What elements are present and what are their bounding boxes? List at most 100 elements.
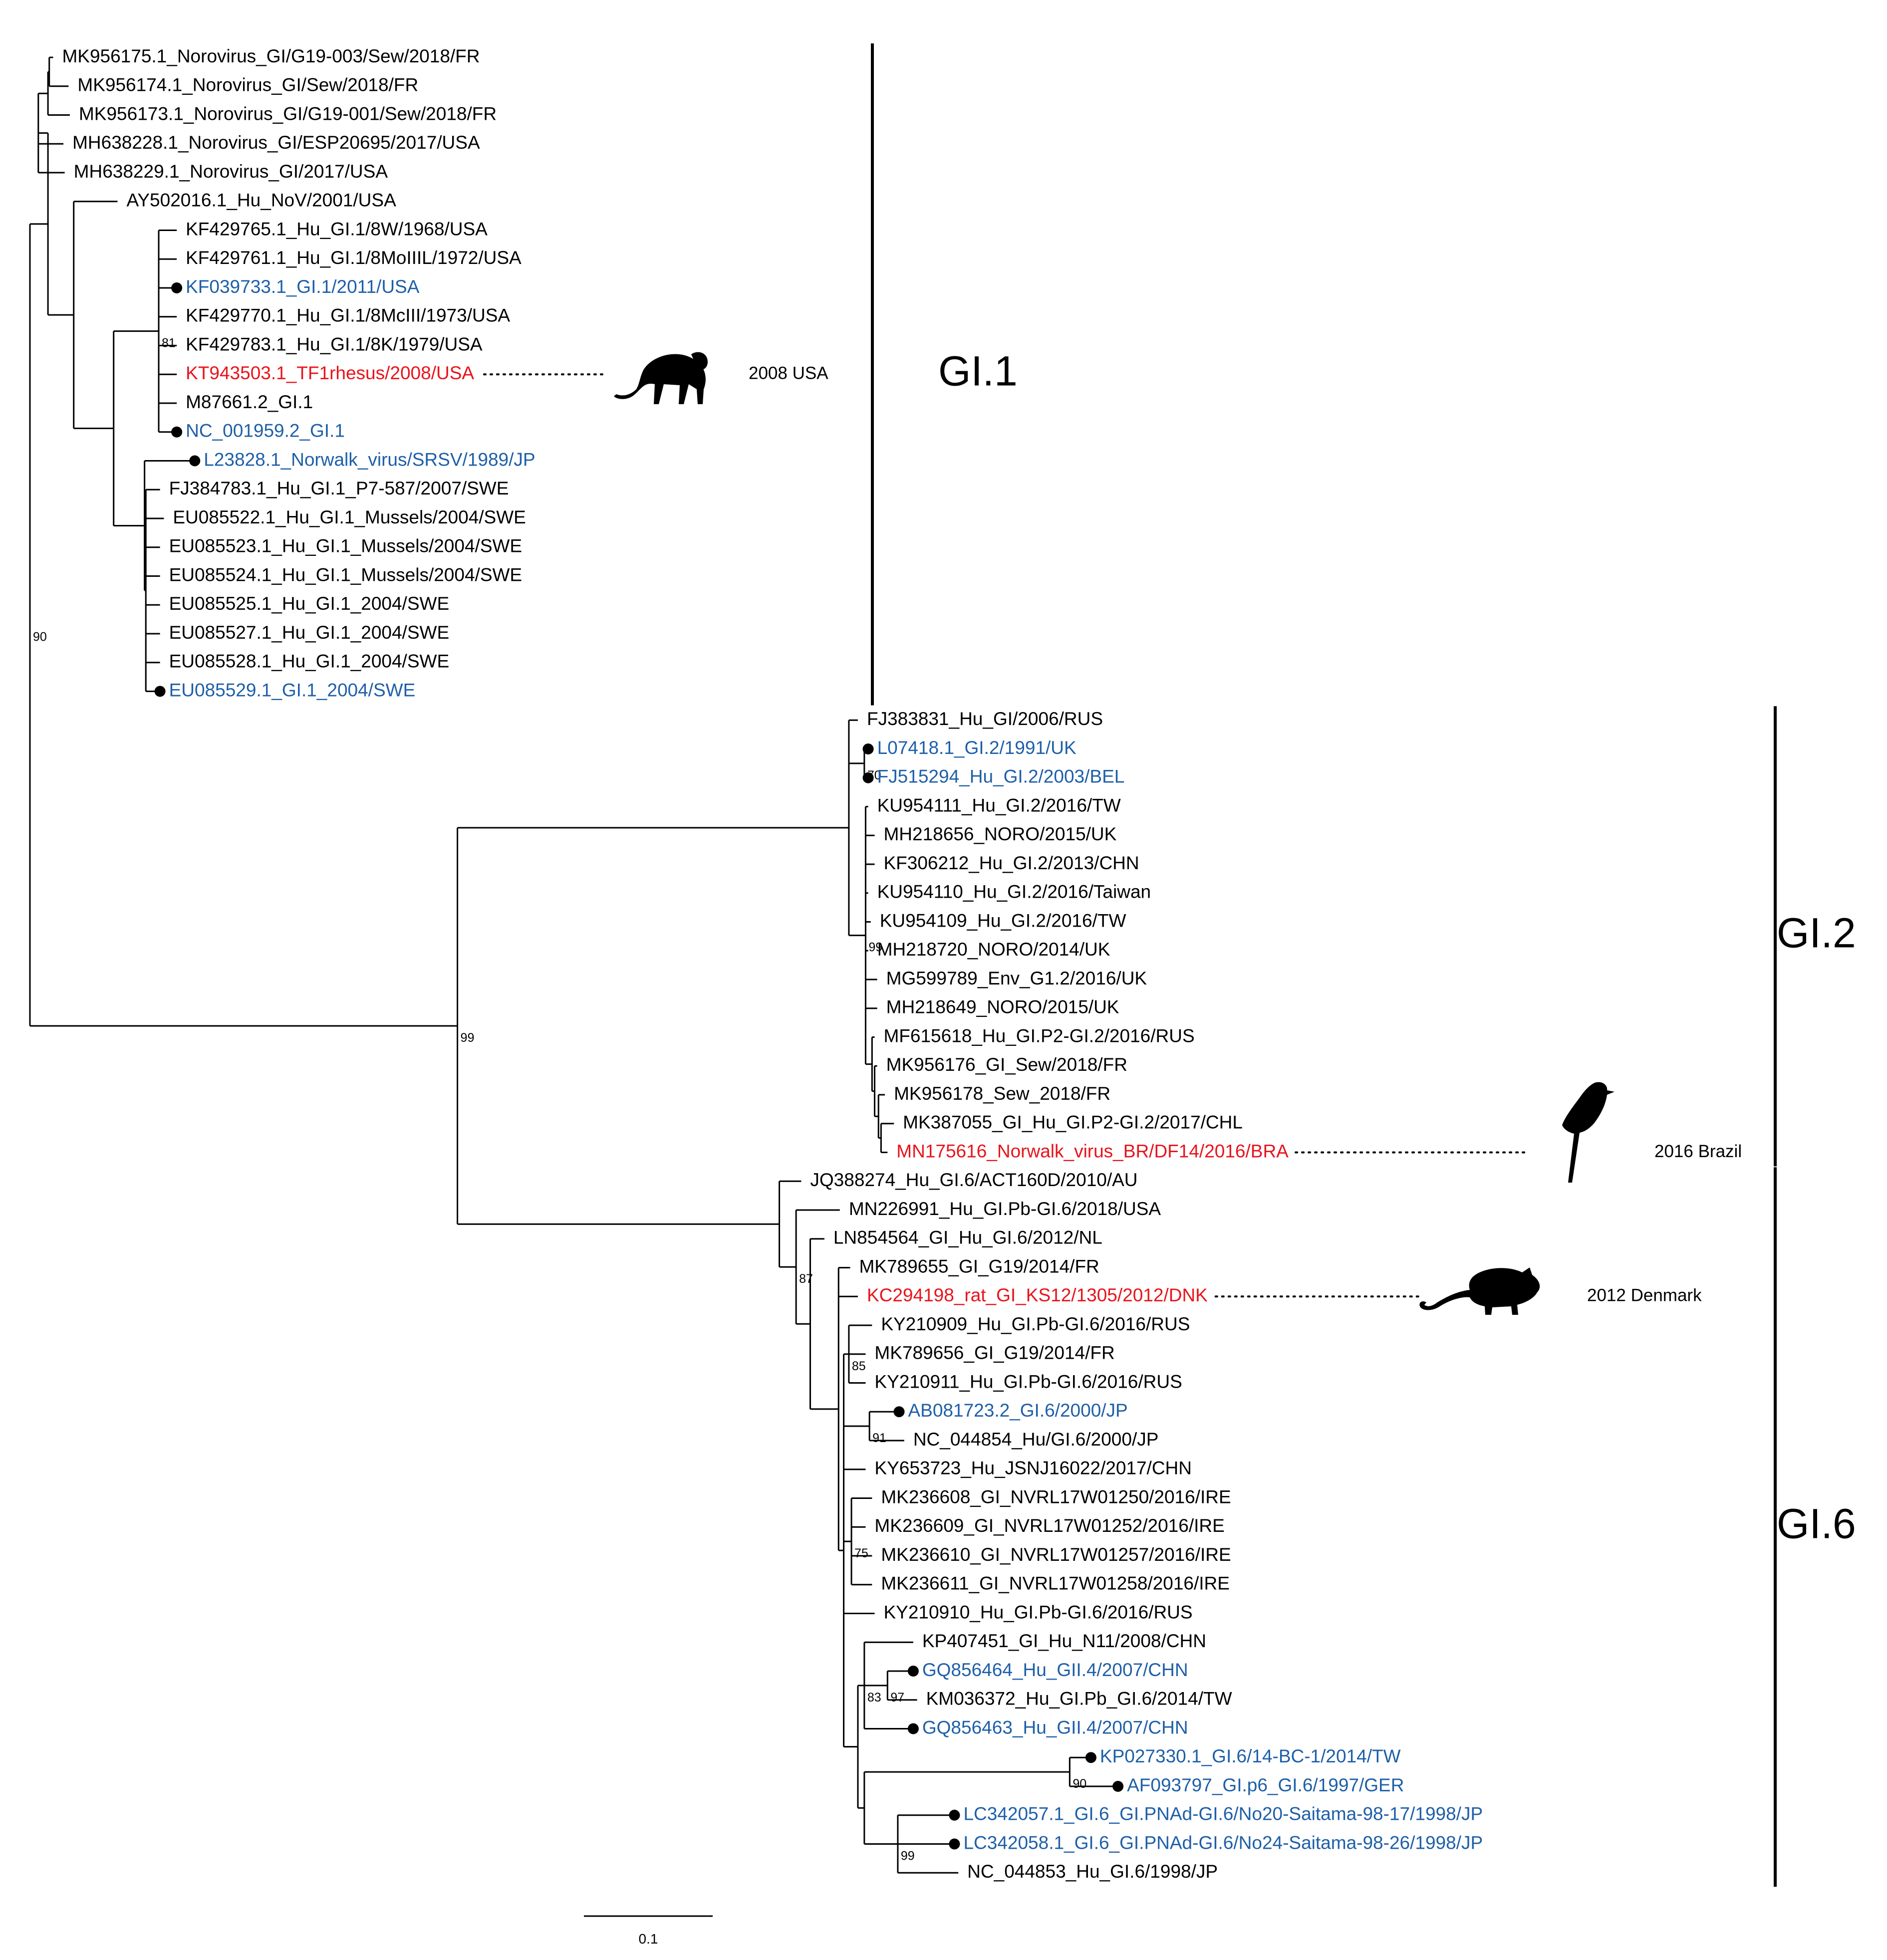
taxon-label: KF429765.1_Hu_GI.1/8W/1968/USA [186,219,488,239]
bootstrap-value: 91 [872,1431,886,1445]
taxon-label: MK236611_GI_NVRL17W01258/2016/IRE [881,1573,1230,1594]
taxon-label: KF306212_Hu_GI.2/2013/CHN [883,853,1139,873]
taxon-label: MK956173.1_Norovirus_GI/G19-001/Sew/2018… [79,103,497,124]
taxon-label: LC342058.1_GI.6_GI.PNAd-GI.6/No24-Saitam… [963,1832,1483,1853]
taxon-label: EU085529.1_GI.1_2004/SWE [169,680,416,700]
taxon-label: NC_001959.2_GI.1 [186,421,345,441]
reference-dot [949,1838,960,1850]
taxon-label: KT943503.1_TF1rhesus/2008/USA [186,363,474,383]
taxon-label: LN854564_GI_Hu_GI.6/2012/NL [833,1227,1102,1248]
monkey-icon [614,352,708,404]
bootstrap-value: 90 [1073,1777,1086,1791]
taxon-label: MK956175.1_Norovirus_GI/G19-003/Sew/2018… [62,46,480,66]
taxon-label: KY210909_Hu_GI.Pb-GI.6/2016/RUS [881,1314,1190,1334]
bootstrap-value: 90 [33,630,47,644]
clade-label: GI.2 [1777,910,1856,957]
taxon-label: KC294198_rat_GI_KS12/1305/2012/DNK [867,1285,1208,1305]
reference-dots [154,282,1124,1850]
taxon-label: L23828.1_Norwalk_virus/SRSV/1989/JP [204,449,535,470]
reference-dot [893,1406,905,1418]
bootstrap-value: 81 [162,336,176,350]
taxon-label: MH218649_NORO/2015/UK [886,997,1119,1017]
taxon-label: MK789655_GI_G19/2014/FR [859,1256,1099,1276]
taxon-label: MH638229.1_Norovirus_GI/2017/USA [74,161,388,182]
taxon-label: MK789656_GI_G19/2014/FR [874,1343,1114,1363]
clade-label: GI.1 [938,347,1018,394]
host-label: 2008 USA [749,364,828,383]
bootstrap-value: 87 [799,1272,813,1286]
taxon-label: M87661.2_GI.1 [186,392,313,412]
reference-dot [1112,1781,1124,1792]
taxon-label: NC_044853_Hu_GI.6/1998/JP [967,1861,1218,1882]
bootstrap-value: 70 [867,768,881,782]
taxon-label: EU085528.1_Hu_GI.1_2004/SWE [169,651,450,672]
taxon-label: EU085523.1_Hu_GI.1_Mussels/2004/SWE [169,536,523,556]
taxon-label: KY210911_Hu_GI.Pb-GI.6/2016/RUS [874,1371,1182,1392]
taxon-label: KU954110_Hu_GI.2/2016/Taiwan [877,882,1151,902]
bootstrap-value: 97 [890,1691,904,1705]
taxon-label: KF429770.1_Hu_GI.1/8McIII/1973/USA [186,305,510,326]
taxon-label: L07418.1_GI.2/1991/UK [877,737,1077,758]
taxon-label: EU085525.1_Hu_GI.1_2004/SWE [169,593,450,614]
taxon-label: KF039733.1_GI.1/2011/USA [186,276,420,297]
taxon-label: MK956178_Sew_2018/FR [894,1083,1110,1104]
taxon-label: MK956174.1_Norovirus_GI/Sew/2018/FR [77,75,418,95]
taxon-label: AY502016.1_Hu_NoV/2001/USA [126,190,396,211]
scale-bar: 0.1 [584,1915,713,1947]
bootstrap-value: 99 [461,1031,475,1045]
taxon-label: KP407451_GI_Hu_N11/2008/CHN [922,1631,1206,1651]
tree-branches [29,56,1118,1874]
taxon-label: AB081723.2_GI.6/2000/JP [908,1400,1128,1421]
taxon-label: EU085527.1_Hu_GI.1_2004/SWE [169,622,450,643]
taxon-label: MK236608_GI_NVRL17W01250/2016/IRE [881,1486,1231,1507]
host-annotations: 2008 USA 2016 Brazil 2012 Denmark [483,352,1742,1315]
clade-label: GI.6 [1777,1500,1856,1547]
taxon-label: MN175616_Norwalk_virus_BR/DF14/2016/BRA [896,1141,1289,1161]
bootstrap-value: 99 [868,941,882,955]
taxon-label: MH218720_NORO/2014/UK [877,939,1110,960]
bootstrap-value: 99 [901,1849,915,1863]
taxon-label: KP027330.1_GI.6/14-BC-1/2014/TW [1100,1746,1401,1766]
reference-dot [1085,1752,1096,1763]
reference-dot [907,1666,919,1677]
taxon-label: GQ856464_Hu_GII.4/2007/CHN [922,1660,1188,1680]
bird-icon [1562,1082,1615,1183]
taxon-label: KU954111_Hu_GI.2/2016/TW [877,795,1121,815]
taxon-label: FJ515294_Hu_GI.2/2003/BEL [877,766,1125,787]
host-label: 2016 Brazil [1654,1142,1742,1161]
taxon-label: EU085522.1_Hu_GI.1_Mussels/2004/SWE [173,507,526,527]
taxon-label: KU954109_Hu_GI.2/2016/TW [880,910,1126,931]
reference-dot [171,426,183,438]
bootstrap-value: 75 [854,1546,868,1560]
bootstrap-values: 81 90 99 70 99 87 85 91 75 97 83 90 99 [33,336,1086,1863]
taxon-label: KF429761.1_Hu_GI.1/8MoIIIL/1972/USA [186,247,522,268]
taxon-label: GQ856463_Hu_GII.4/2007/CHN [922,1717,1188,1737]
scale-bar-label: 0.1 [639,1931,658,1947]
taxon-label: MK236609_GI_NVRL17W01252/2016/IRE [874,1515,1224,1536]
taxon-label: KF429783.1_Hu_GI.1/8K/1979/USA [186,334,483,354]
taxon-label: MF615618_Hu_GI.P2-GI.2/2016/RUS [883,1025,1194,1046]
reference-dot [171,282,183,293]
bootstrap-value: 83 [867,1691,881,1705]
taxon-label: NC_044854_Hu/GI.6/2000/JP [913,1429,1159,1450]
taxon-label: MK236610_GI_NVRL17W01257/2016/IRE [881,1544,1231,1565]
reference-dot [154,686,166,697]
clade-brackets: GI.1GI.2GI.6 [871,43,1856,1887]
taxon-label: LC342057.1_GI.6_GI.PNAd-GI.6/No20-Saitam… [963,1804,1483,1824]
reference-dot [862,772,874,783]
reference-dot [862,743,874,754]
taxon-label: EU085524.1_Hu_GI.1_Mussels/2004/SWE [169,564,523,585]
taxon-label: FJ383831_Hu_GI/2006/RUS [867,709,1103,729]
taxon-label: AF093797_GI.p6_GI.6/1997/GER [1127,1775,1404,1795]
bootstrap-value: 85 [852,1359,866,1373]
rat-icon [1419,1267,1540,1315]
taxon-label: MG599789_Env_G1.2/2016/UK [886,968,1147,988]
taxon-label: KY210910_Hu_GI.Pb-GI.6/2016/RUS [883,1602,1192,1622]
taxon-label: MH638228.1_Norovirus_GI/ESP20695/2017/US… [72,132,480,153]
taxon-label: MK387055_GI_Hu_GI.P2-GI.2/2017/CHL [903,1112,1243,1133]
taxon-label: FJ384783.1_Hu_GI.1_P7-587/2007/SWE [169,478,509,498]
host-label: 2012 Denmark [1587,1286,1702,1305]
taxon-label: JQ388274_Hu_GI.6/ACT160D/2010/AU [810,1170,1137,1190]
taxon-label: KM036372_Hu_GI.Pb_GI.6/2014/TW [926,1689,1232,1709]
